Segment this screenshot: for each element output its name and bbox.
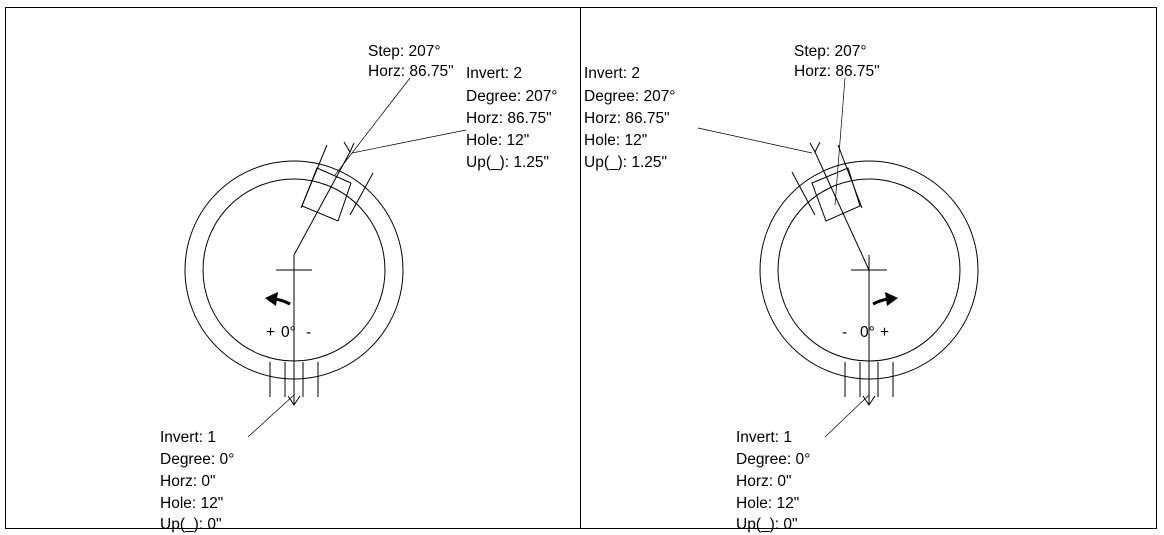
pipe-inlet bbox=[791, 141, 870, 271]
panel-left: + 0° - Step: 207° Horz: 86.75" Invert: 2… bbox=[160, 43, 558, 533]
invert-number: Invert: 2 bbox=[466, 65, 522, 82]
rotation-right-sign: + bbox=[880, 324, 889, 341]
rotation-right-sign: - bbox=[306, 324, 311, 341]
invert-up: Up(_): 0" bbox=[736, 516, 798, 533]
step-angle: Step: 207° bbox=[794, 43, 867, 60]
inlet-wall-right bbox=[349, 172, 374, 216]
rotation-left-sign: - bbox=[842, 324, 847, 341]
inlet-tip-mark bbox=[809, 141, 821, 154]
invert-up: Up(_): 1.25" bbox=[584, 154, 667, 171]
invert-number: Invert: 1 bbox=[160, 429, 216, 446]
invert-degree: Degree: 0° bbox=[736, 451, 810, 468]
inlet-wall-left bbox=[300, 144, 328, 209]
step-leader bbox=[834, 77, 846, 206]
invert-top-label: Invert: 2 Degree: 207° Horz: 86.75" Hole… bbox=[466, 65, 558, 171]
invert-horz: Horz: 0" bbox=[160, 473, 215, 490]
rotation-left-sign: + bbox=[266, 324, 275, 341]
inlet-wall-left bbox=[791, 171, 816, 216]
invert-hole: Hole: 12" bbox=[160, 495, 223, 512]
pipe-outlet bbox=[844, 270, 894, 406]
invert-bottom-label: Invert: 1 Degree: 0° Horz: 0" Hole: 12" … bbox=[160, 429, 234, 533]
rotation-arrow-icon bbox=[265, 292, 291, 306]
invert-horz: Horz: 86.75" bbox=[466, 110, 552, 127]
invert-up: Up(_): 0" bbox=[160, 516, 222, 533]
invert-horz: Horz: 86.75" bbox=[584, 110, 670, 127]
inlet-axis bbox=[293, 151, 351, 256]
step-leader bbox=[334, 77, 411, 176]
inlet-tip-mark bbox=[343, 141, 355, 154]
invert2-leader bbox=[697, 127, 813, 154]
step-horz: Horz: 86.75" bbox=[794, 63, 880, 80]
invert-degree: Degree: 0° bbox=[160, 451, 234, 468]
invert-hole: Hole: 12" bbox=[736, 495, 799, 512]
invert1-leader bbox=[247, 394, 295, 438]
step-angle: Step: 207° bbox=[368, 43, 441, 60]
invert-number: Invert: 1 bbox=[736, 429, 792, 446]
invert-top-label: Invert: 2 Degree: 207° Horz: 86.75" Hole… bbox=[584, 65, 676, 171]
invert-bottom-label: Invert: 1 Degree: 0° Horz: 0" Hole: 12" … bbox=[736, 429, 810, 533]
invert-degree: Degree: 207° bbox=[584, 88, 676, 105]
pipe-inlet bbox=[293, 141, 374, 256]
step-label: Step: 207° Horz: 86.75" bbox=[368, 43, 454, 80]
step-horz: Horz: 86.75" bbox=[368, 63, 454, 80]
invert-number: Invert: 2 bbox=[584, 65, 640, 82]
inlet-axis bbox=[814, 151, 870, 271]
invert-degree: Degree: 207° bbox=[466, 88, 558, 105]
inlet-wall-right bbox=[837, 144, 863, 209]
invert1-leader bbox=[824, 394, 870, 438]
rotation-zero: 0° bbox=[281, 324, 296, 341]
panel-right: - 0° + Step: 207° Horz: 86.75" Invert: 2… bbox=[584, 43, 979, 533]
invert-up: Up(_): 1.25" bbox=[466, 154, 549, 171]
invert-hole: Hole: 12" bbox=[584, 132, 647, 149]
invert-hole: Hole: 12" bbox=[466, 132, 529, 149]
pipe-outlet bbox=[269, 270, 319, 406]
invert-horz: Horz: 0" bbox=[736, 473, 791, 490]
step-label: Step: 207° Horz: 86.75" bbox=[794, 43, 880, 80]
rotation-arrow-icon bbox=[872, 292, 898, 306]
invert2-leader bbox=[351, 129, 467, 154]
rotation-zero: 0° bbox=[860, 324, 875, 341]
